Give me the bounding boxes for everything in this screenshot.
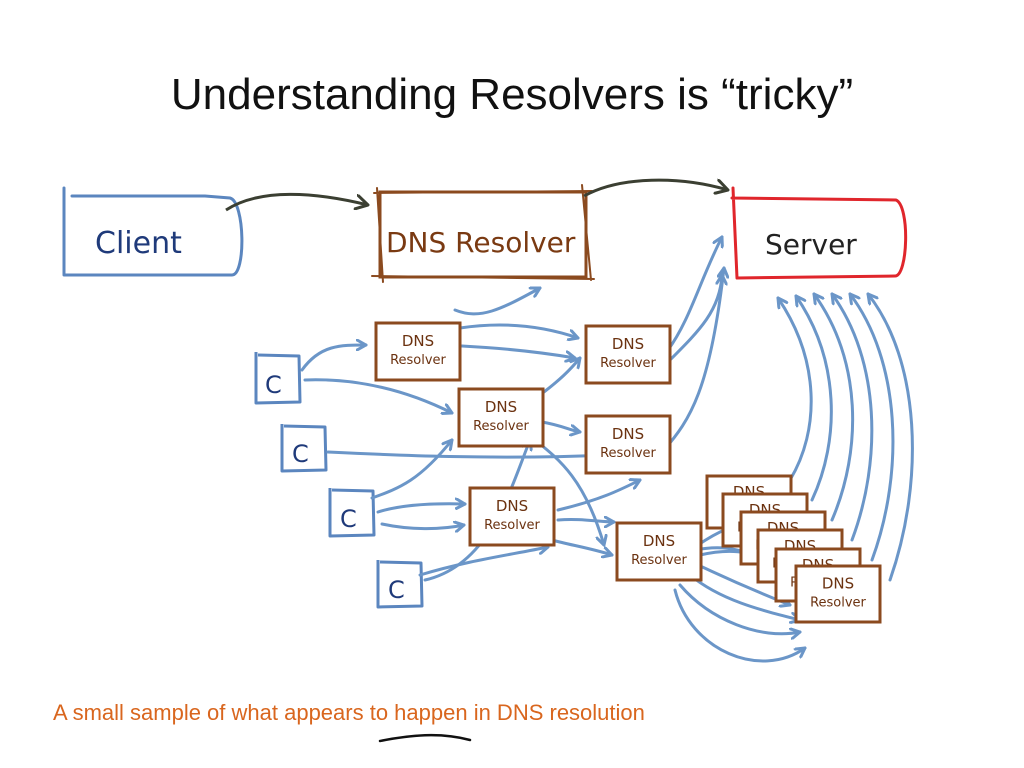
small-client-3: C [328, 488, 376, 538]
server-return-arrows [776, 292, 914, 582]
arrow-resolver-to-server [583, 178, 728, 198]
small-client-label: C [292, 440, 309, 468]
slide-title: Understanding Resolvers is “tricky” [170, 70, 854, 119]
small-client-label: C [340, 505, 357, 533]
caption: A small sample of what appears to happen… [53, 700, 645, 725]
small-resolver-line1: DNS [643, 532, 675, 550]
small-client-1: C [254, 352, 302, 405]
small-resolver-box: DNS Resolver [374, 321, 462, 382]
small-resolver-box: DNS Resolver [584, 324, 672, 385]
small-resolver-line1: DNS [822, 574, 854, 592]
small-resolver-line1: DNS [612, 335, 644, 353]
arrow-client-to-resolver [225, 192, 368, 212]
caption-underline [378, 733, 472, 743]
small-client-label: C [265, 371, 282, 399]
small-client-label: C [388, 576, 405, 604]
small-resolver-line2: Resolver [600, 356, 656, 371]
small-client-4: C [376, 560, 424, 609]
main-resolver-box: DNS Resolver [371, 184, 595, 283]
small-resolvers: DNSResolverDNSResolverDNSResolverDNSReso… [374, 321, 882, 624]
small-client-2: C [280, 424, 328, 473]
server-label: Server [765, 228, 857, 261]
small-resolver-line1: DNS [496, 497, 528, 515]
client-box: Client [62, 186, 244, 277]
small-resolver-box: DNS Resolver [794, 564, 882, 624]
server-box: Server [730, 186, 908, 280]
small-resolver-line2: Resolver [390, 353, 446, 368]
small-resolver-line1: DNS [485, 398, 517, 416]
client-label: Client [95, 226, 182, 261]
small-resolver-line2: Resolver [484, 518, 540, 533]
small-resolver-line2: Resolver [810, 595, 866, 610]
small-resolver-box: DNS Resolver [468, 486, 556, 547]
small-resolver-box: DNS Resolver [584, 414, 672, 475]
small-resolver-line2: Resolver [473, 419, 529, 434]
small-resolver-line2: Resolver [631, 553, 687, 568]
small-resolver-line2: Resolver [600, 446, 656, 461]
small-resolver-box: DNS Resolver [457, 387, 545, 448]
small-resolver-line1: DNS [612, 425, 644, 443]
small-resolver-box: DNS Resolver [615, 521, 703, 582]
small-resolver-line1: DNS [402, 332, 434, 350]
main-resolver-label: DNS Resolver [386, 226, 576, 259]
